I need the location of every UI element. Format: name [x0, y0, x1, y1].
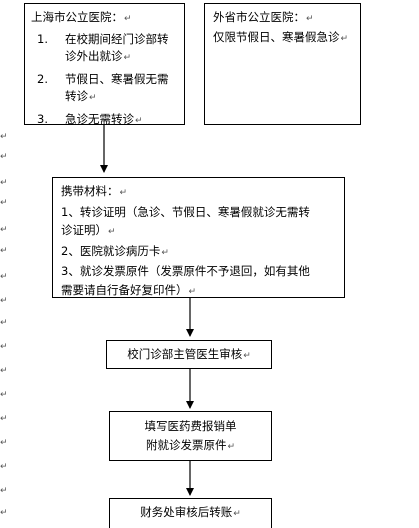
- form-line: 附就诊发票原件: [145, 438, 227, 452]
- paragraph-mark: ↵: [0, 390, 8, 400]
- item-number: 3.: [37, 112, 48, 126]
- paragraph-marks-column: ↵ ↵ ↵ ↵ ↵ ↵ ↵ ↵ ↵ ↵ ↵ ↵ ↵ ↵ ↵ ↵ ↵: [0, 0, 14, 521]
- materials-line: 诊证明）: [61, 223, 107, 237]
- paragraph-mark: ↵: [161, 247, 169, 258]
- item-line: 转诊: [65, 89, 88, 103]
- paragraph-mark: ↵: [0, 318, 8, 328]
- paragraph-mark: ↵: [0, 342, 8, 352]
- paragraph-mark: ↵: [108, 227, 116, 237]
- paragraph-mark: ↵: [135, 116, 143, 126]
- item-line: 急诊无需转诊: [65, 112, 134, 126]
- paragraph-mark: ↵: [0, 178, 8, 188]
- item-number: 1.: [37, 32, 48, 46]
- materials-line: 3、就诊发票原件（发票原件不予退回，如有其他: [61, 264, 310, 278]
- materials-line: 2、医院就诊病历卡: [61, 243, 161, 258]
- paragraph-mark: ↵: [0, 462, 8, 472]
- finance-label: 财务处审核后转账: [140, 505, 233, 519]
- paragraph-mark: ↵: [0, 296, 8, 306]
- paragraph-mark: ↵: [0, 152, 8, 162]
- paragraph-mark: ↵: [0, 438, 8, 448]
- review-box: 校门诊部主管医生审核↵: [106, 340, 272, 369]
- paragraph-mark: ↵: [340, 34, 349, 44]
- paragraph-mark: ↵: [227, 442, 236, 452]
- item-line: 节假日、寒暑假无需: [65, 72, 169, 86]
- shanghai-item-2: 2. 节假日、寒暑假无需 转诊↵: [31, 71, 178, 107]
- materials-line: 需要请自行备好复印件）: [61, 282, 188, 297]
- materials-line: 1、转诊证明（急诊、节假日、寒暑假就诊无需转: [61, 204, 310, 219]
- outside-title-text: 外省市公立医院：: [213, 10, 305, 24]
- shanghai-item-3: 3. 急诊无需转诊↵: [31, 111, 178, 130]
- reimbursement-form-box: 填写医药费报销单 附就诊发票原件↵: [109, 411, 272, 461]
- form-line: 填写医药费报销单: [144, 419, 237, 433]
- item-line: 在校期间经门诊部转: [65, 32, 169, 46]
- outside-line: 仅限节假日、寒暑假急诊↵: [213, 29, 352, 48]
- review-label: 校门诊部主管医生审核: [127, 347, 243, 361]
- item-number: 2.: [37, 72, 48, 86]
- paragraph-mark: ↵: [0, 366, 8, 376]
- materials-title-text: 携带材料：: [61, 184, 119, 198]
- paragraph-mark: ↵: [0, 225, 8, 235]
- paragraph-mark: ↵: [89, 93, 97, 103]
- shanghai-hospital-box: 上海市公立医院：↵ 1. 在校期间经门诊部转 诊外出就诊↵ 2. 节假日、寒暑假…: [24, 3, 185, 126]
- paragraph-mark: ↵: [0, 486, 8, 496]
- paragraph-mark: ↵: [0, 508, 8, 518]
- paragraph-mark: ↵: [0, 246, 8, 256]
- paragraph-mark: ↵: [243, 351, 251, 361]
- paragraph-mark: ↵: [119, 188, 128, 198]
- item-line: 诊外出就诊: [65, 49, 123, 63]
- materials-title: 携带材料：↵: [61, 182, 336, 203]
- shanghai-title-text: 上海市公立医院：: [31, 10, 123, 24]
- paragraph-mark: ↵: [0, 272, 8, 282]
- paragraph-mark: ↵: [124, 14, 132, 24]
- outside-title: 外省市公立医院：↵: [213, 9, 352, 28]
- finance-box: 财务处审核后转账↵: [109, 498, 272, 528]
- paragraph-mark: ↵: [123, 53, 132, 63]
- outside-hospital-box: 外省市公立医院：↵ 仅限节假日、寒暑假急诊↵: [204, 3, 361, 125]
- paragraph-mark: ↵: [0, 198, 8, 208]
- outside-line-text: 仅限节假日、寒暑假急诊: [213, 30, 340, 44]
- paragraph-mark: ↵: [0, 132, 8, 142]
- shanghai-item-1: 1. 在校期间经门诊部转 诊外出就诊↵: [31, 31, 178, 67]
- materials-box: 携带材料：↵ 1、转诊证明（急诊、节假日、寒暑假就诊无需转 诊证明）↵ 2、医院…: [52, 177, 345, 298]
- paragraph-mark: ↵: [188, 286, 197, 297]
- paragraph-mark: ↵: [306, 14, 314, 24]
- shanghai-title: 上海市公立医院：↵: [31, 9, 178, 28]
- paragraph-mark: ↵: [0, 414, 8, 424]
- paragraph-mark: ↵: [233, 509, 241, 519]
